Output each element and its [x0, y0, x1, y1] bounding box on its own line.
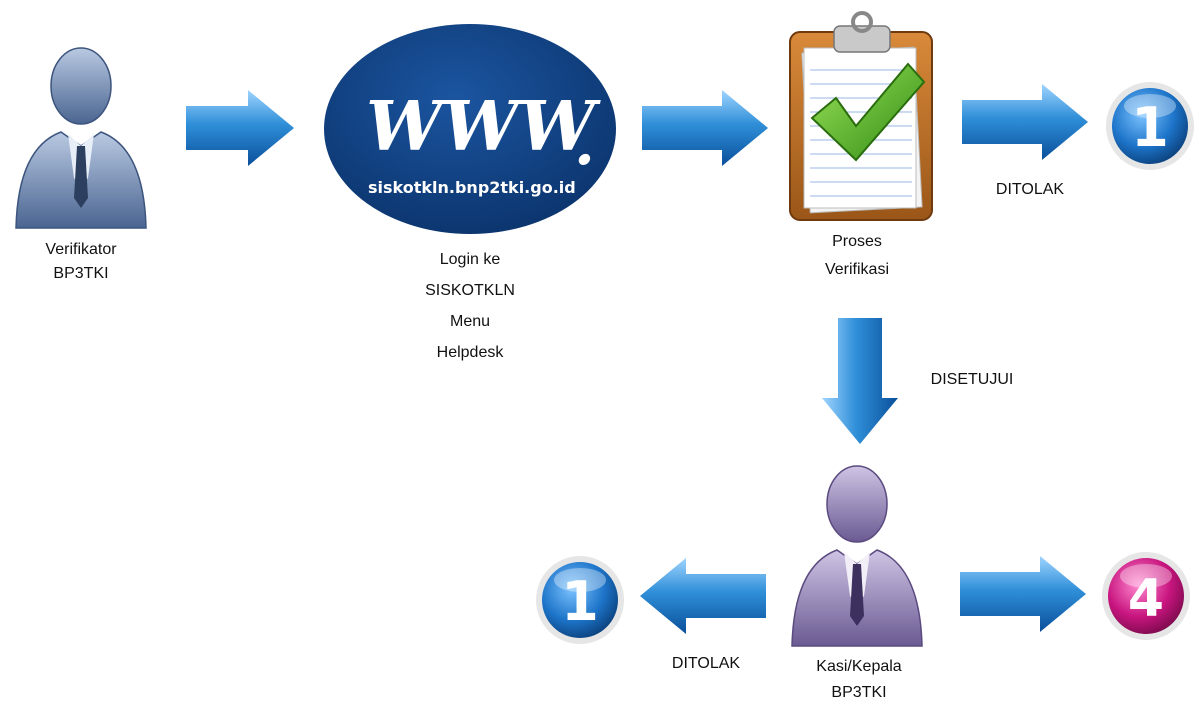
website-globe-icon: WWW . siskotkln.bnp2tki.go.id	[324, 24, 616, 234]
website-url: siskotkln.bnp2tki.go.id	[368, 178, 576, 197]
edge-label-ditolak-bottom: DITOLAK	[671, 655, 741, 672]
verifikator-label-line1: Verifikator	[45, 241, 117, 258]
step-1-top-icon: 1	[1106, 82, 1194, 170]
website-caption: Login ke SISKOTKLN Menu Helpdesk	[405, 244, 535, 368]
arrow-down	[822, 318, 898, 444]
www-dot: .	[574, 109, 595, 179]
step-1-top-number: 1	[1131, 96, 1169, 159]
proses-label-line2: Verifikasi	[824, 261, 890, 278]
arrow-right-4	[960, 556, 1086, 632]
kasi-label-line1: Kasi/Kepala	[816, 658, 902, 675]
step-4-icon: 4	[1102, 552, 1190, 640]
step-1-bottom-number: 1	[561, 570, 599, 633]
arrow-right-1	[186, 90, 294, 166]
website-caption-line1: Login ke	[439, 251, 501, 268]
www-text: WWW	[366, 87, 601, 167]
kasi-label: Kasi/Kepala BP3TKI	[792, 654, 926, 706]
verifikator-person-icon	[15, 47, 147, 229]
proses-label-line1: Proses	[832, 233, 882, 250]
proses-label: Proses Verifikasi	[786, 228, 928, 284]
verifikator-label-line2: BP3TKI	[53, 265, 109, 282]
arrow-left	[640, 558, 766, 634]
verifikator-label: Verifikator BP3TKI	[6, 238, 156, 286]
kasi-label-line2: BP3TKI	[831, 684, 887, 701]
edge-label-ditolak-top: DITOLAK	[995, 181, 1065, 198]
arrow-right-3	[962, 84, 1088, 160]
website-caption-line2: SISKOTKLN	[425, 282, 515, 299]
website-caption-line3: Menu	[449, 313, 491, 330]
website-caption-line4: Helpdesk	[436, 344, 504, 361]
step-1-bottom-icon: 1	[536, 556, 624, 644]
clipboard-check-icon	[789, 11, 933, 221]
arrow-right-2	[642, 90, 768, 166]
step-4-number: 4	[1128, 569, 1164, 629]
kasi-person-icon	[791, 465, 923, 647]
edge-label-disetujui: DISETUJUI	[930, 371, 1014, 388]
